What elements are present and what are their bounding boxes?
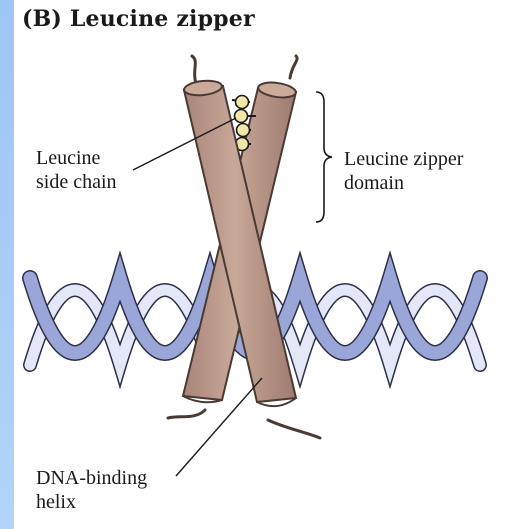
figure-title: (B) Leucine zipper [22,6,255,32]
leucine-side-chain-label: Leucine side chain [36,146,117,194]
leucine-zipper-domain-label-line1: Leucine zipper [344,147,463,171]
leucine-side-chain-label-line2: side chain [36,170,117,194]
leucine-side-chain-label-line1: Leucine [36,146,117,170]
leucine-zipper-domain-label: Leucine zipper domain [344,147,463,195]
dna-binding-helix-label-line1: DNA-binding [36,466,147,490]
helix-left-tail-bottom [168,410,205,418]
helix-right-tail-top [290,56,297,78]
helix-right-tail-bottom [268,420,320,438]
zipper-domain-brace [316,92,332,222]
leucine-zipper-domain-label-line2: domain [344,171,463,195]
dna-binding-helix-label-line2: helix [36,490,147,514]
dna-binding-helix-label: DNA-binding helix [36,466,147,514]
